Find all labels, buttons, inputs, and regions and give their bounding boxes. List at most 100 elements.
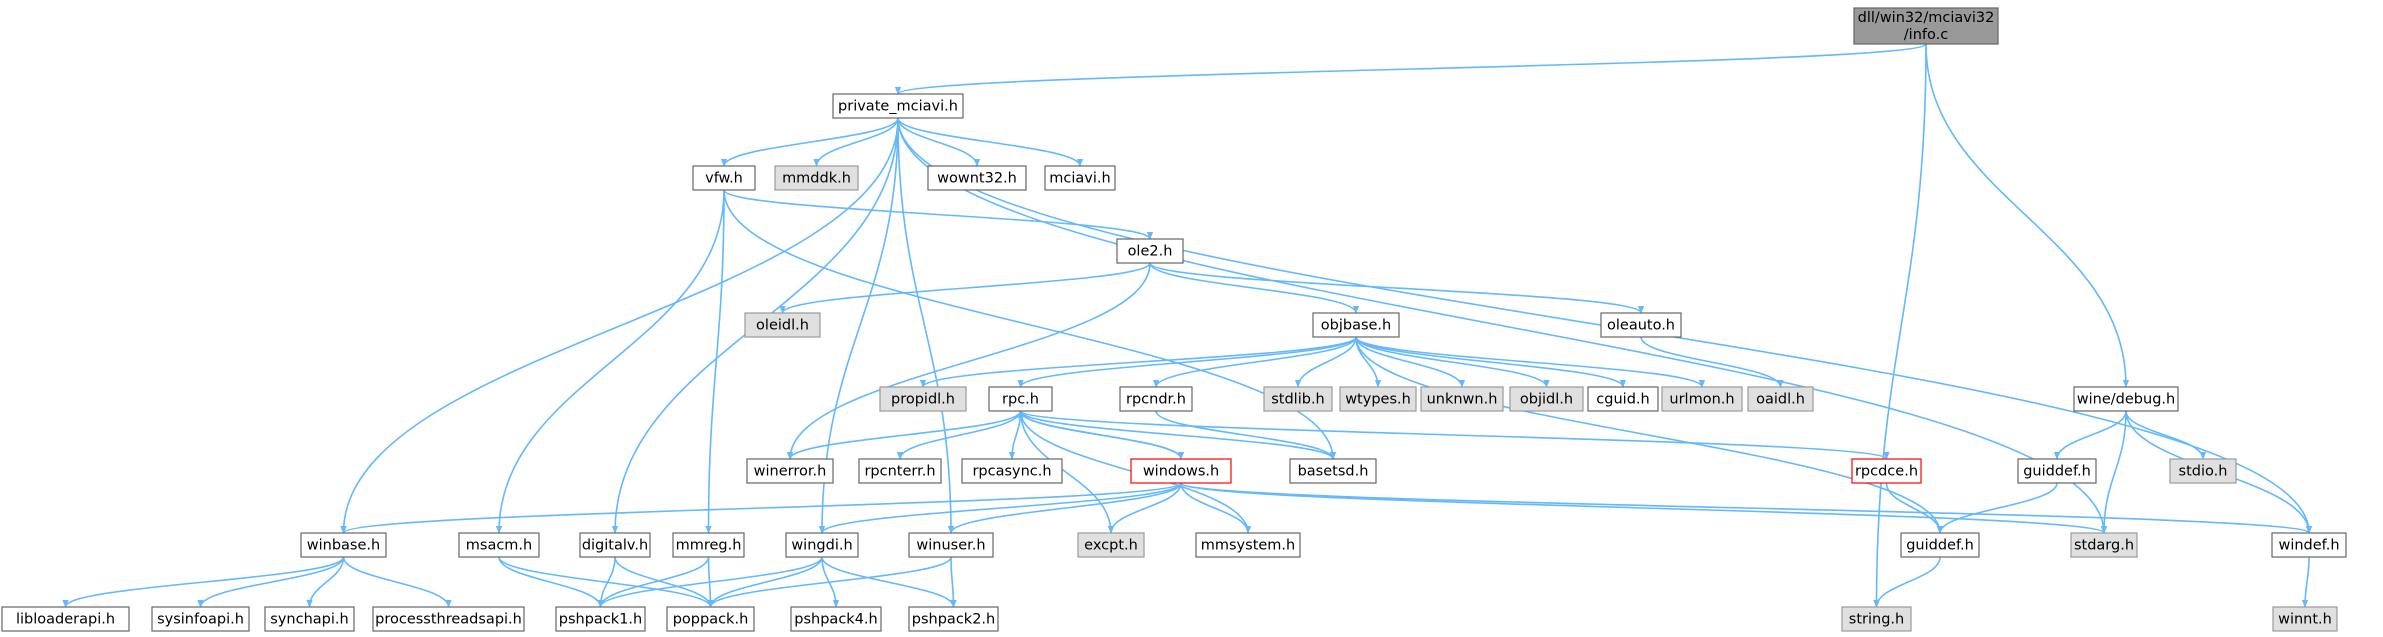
node-box — [672, 532, 745, 558]
node-excpt-h[interactable]: excpt.h — [1077, 532, 1145, 558]
node-sysinfoapi-h[interactable]: sysinfoapi.h — [151, 606, 250, 632]
node-box — [579, 532, 651, 558]
node-wownt32-h[interactable]: wownt32.h — [927, 165, 1027, 191]
edge-winuser-to-pshpack2 — [950, 556, 957, 608]
edge-ole2-to-objbase — [1149, 262, 1360, 314]
node-processthreadsapi-h[interactable]: processthreadsapi.h — [372, 606, 525, 632]
node-wtypes-h[interactable]: wtypes.h — [1339, 386, 1417, 412]
node-mmreg-h[interactable]: mmreg.h — [672, 532, 745, 558]
edge-windows-to-wingdi — [818, 482, 1182, 534]
node-box — [746, 458, 834, 484]
node-vfw-h[interactable]: vfw.h — [692, 165, 756, 191]
node-stdlib-h[interactable]: stdlib.h — [1263, 386, 1333, 412]
node-label: stdarg.h — [2074, 538, 2134, 554]
node-box — [858, 458, 942, 484]
edge-private_mciavi-to-wownt32 — [897, 117, 981, 167]
node-oaidl-h[interactable]: oaidl.h — [1747, 386, 1814, 412]
node-box — [666, 606, 755, 632]
node-label: pshpack4.h — [794, 612, 877, 628]
edge-objbase-to-cguid — [1355, 336, 1627, 388]
edge-private_mciavi-to-winbase — [340, 117, 899, 534]
node-box — [832, 93, 964, 119]
node-stdarg-h[interactable]: stdarg.h — [2070, 532, 2138, 558]
node-stdio-h[interactable]: stdio.h — [2169, 458, 2237, 484]
edge-rpcndr-to-basetsd — [1155, 410, 1337, 460]
node-rpc-h[interactable]: rpc.h — [988, 386, 1053, 412]
node-basetsd-h[interactable]: basetsd.h — [1289, 458, 1377, 484]
edge-windows-to-rpc — [1017, 410, 1182, 460]
node-guiddef-h[interactable]: guiddef.h — [2017, 458, 2097, 484]
edge-msacm-to-poppack — [498, 556, 714, 608]
node-string-h[interactable]: string.h — [1841, 606, 1912, 632]
node-label: winuser.h — [916, 538, 985, 554]
node-box — [1420, 386, 1504, 412]
node-rpcasync-h[interactable]: rpcasync.h — [961, 458, 1063, 484]
edge-objbase-to-rpcndr — [1152, 336, 1357, 388]
node-oleidl-h[interactable]: oleidl.h — [744, 312, 821, 338]
node-libloaderapi-h[interactable]: libloaderapi.h — [1, 606, 130, 632]
node-label: poppack.h — [673, 612, 749, 628]
node-unknwn-h[interactable]: unknwn.h — [1420, 386, 1504, 412]
node-msacm-h[interactable]: msacm.h — [458, 532, 540, 558]
node-oleauto-h[interactable]: oleauto.h — [1600, 312, 1682, 338]
node-box — [458, 532, 540, 558]
node-rpcdce-h[interactable]: rpcdce.h — [1851, 458, 1922, 484]
node-windows-h[interactable]: windows.h — [1130, 458, 1232, 484]
node-urlmon-h[interactable]: urlmon.h — [1661, 386, 1743, 412]
node-winbase-h[interactable]: winbase.h — [300, 532, 387, 558]
node-label: mmsystem.h — [1201, 538, 1295, 554]
node-label: mciavi.h — [1049, 171, 1110, 187]
node-pshpack4-h[interactable]: pshpack4.h — [790, 606, 882, 632]
edge-winedebug-to-guiddef_w — [2053, 410, 2127, 460]
node-private-mciavi-h[interactable]: private_mciavi.h — [832, 93, 964, 119]
edge-winbase-to-synchapi — [306, 556, 345, 608]
node-wine-debug-h[interactable]: wine/debug.h — [2073, 386, 2179, 412]
node-mmddk-h[interactable]: mmddk.h — [774, 165, 859, 191]
node-guiddef-h[interactable]: guiddef.h — [1900, 532, 1980, 558]
node-ole2-h[interactable]: ole2.h — [1116, 238, 1184, 264]
node-box — [1195, 532, 1301, 558]
node-wingdi-h[interactable]: wingdi.h — [785, 532, 859, 558]
node-rpcnterr-h[interactable]: rpcnterr.h — [858, 458, 942, 484]
node-objbase-h[interactable]: objbase.h — [1312, 312, 1400, 338]
node-box — [1116, 238, 1184, 264]
node-pshpack2-h[interactable]: pshpack2.h — [908, 606, 999, 632]
edge-rpc-to-excpt — [1019, 410, 1115, 534]
node-label: windef.h — [2278, 538, 2339, 554]
node-box — [1509, 386, 1584, 412]
node-mciavi-h[interactable]: mciavi.h — [1044, 165, 1116, 191]
node-label: wine/debug.h — [2077, 392, 2175, 408]
node-label: rpcndr.h — [1126, 392, 1186, 408]
node-dll-win32-mciavi32-info-c[interactable]: dll/win32/mciavi32/info.c — [1853, 7, 1999, 45]
node-label: vfw.h — [705, 171, 743, 187]
node-label: guiddef.h — [2023, 464, 2091, 480]
edge-guiddef_w-to-guiddef — [1936, 482, 2058, 534]
node-label: stdlib.h — [1271, 392, 1325, 408]
node-synchapi-h[interactable]: synchapi.h — [264, 606, 355, 632]
node-box — [2073, 386, 2179, 412]
edge-objbase-to-guiddef — [1355, 336, 1944, 534]
node-box — [1661, 386, 1743, 412]
node-windef-h[interactable]: windef.h — [2271, 532, 2347, 558]
node-digitalv-h[interactable]: digitalv.h — [579, 532, 651, 558]
edge-mmreg-to-pshpack1 — [597, 556, 710, 608]
node-propidl-h[interactable]: propidl.h — [879, 386, 967, 412]
node-label: sysinfoapi.h — [157, 612, 244, 628]
node-winnt-h[interactable]: winnt.h — [2272, 606, 2338, 632]
node-label: windows.h — [1143, 464, 1219, 480]
node-label: digitalv.h — [582, 538, 648, 554]
node-objidl-h[interactable]: objidl.h — [1509, 386, 1584, 412]
node-rpcndr-h[interactable]: rpcndr.h — [1119, 386, 1193, 412]
node-pshpack1-h[interactable]: pshpack1.h — [555, 606, 646, 632]
node-mmsystem-h[interactable]: mmsystem.h — [1195, 532, 1301, 558]
node-poppack-h[interactable]: poppack.h — [666, 606, 755, 632]
node-box — [774, 165, 859, 191]
node-box — [744, 312, 821, 338]
node-label: stdio.h — [2179, 464, 2228, 480]
node-winerror-h[interactable]: winerror.h — [746, 458, 834, 484]
node-winuser-h[interactable]: winuser.h — [908, 532, 994, 558]
edge-vfw-to-basetsd — [723, 189, 1337, 460]
node-box — [2017, 458, 2097, 484]
node-cguid-h[interactable]: cguid.h — [1587, 386, 1659, 412]
node-label: wingdi.h — [791, 538, 852, 554]
